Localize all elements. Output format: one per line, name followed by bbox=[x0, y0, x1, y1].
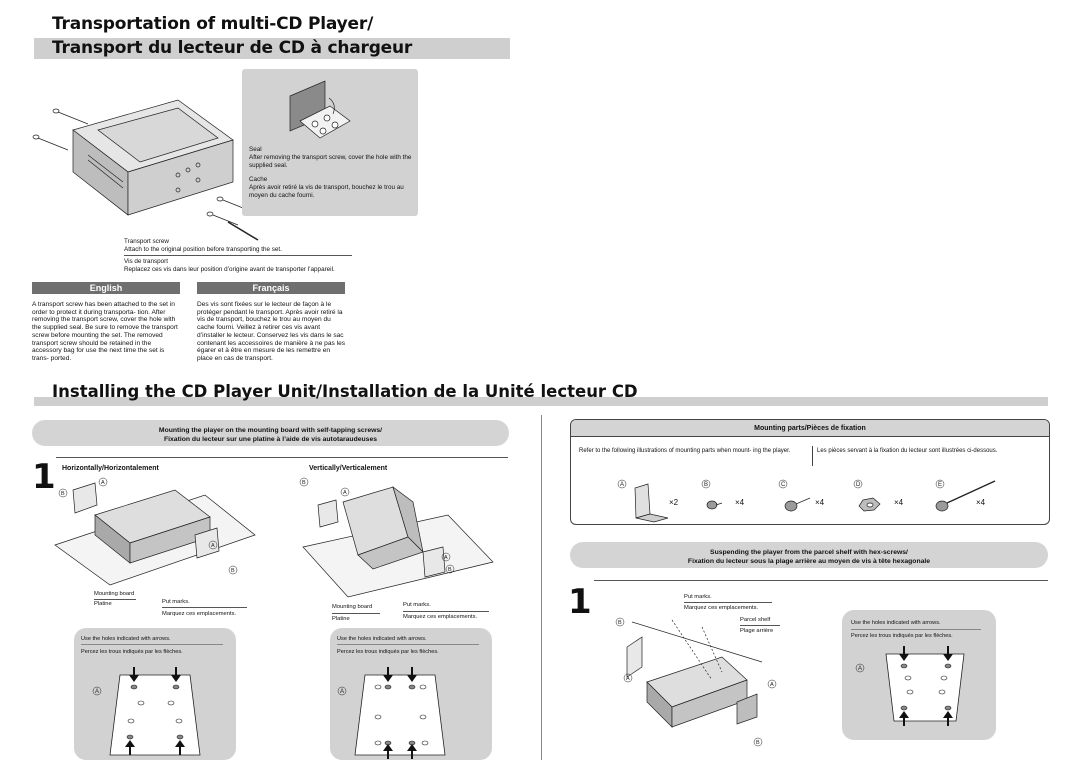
mounting-board-label-h: Mounting board bbox=[94, 591, 135, 597]
part-c-qty: ×4 bbox=[815, 498, 825, 507]
french-body: Des vis sont fixées sur le lecteur de fa… bbox=[197, 301, 346, 362]
parts-illustration: A B C D E bbox=[617, 479, 996, 523]
cd-changer-illustration bbox=[32, 99, 259, 241]
horizontal-heading: Horizontally/Horizontalement bbox=[62, 465, 159, 472]
svg-text:B: B bbox=[756, 740, 760, 746]
seal-illustration bbox=[289, 80, 351, 139]
parcel-bracket-diagram: A bbox=[855, 646, 965, 726]
svg-text:B: B bbox=[61, 491, 65, 497]
svg-text:C: C bbox=[781, 482, 786, 488]
svg-text:A: A bbox=[343, 490, 347, 496]
seal-en-title: Seal bbox=[249, 146, 262, 153]
left-method-pill: Mounting the player on the mounting boar… bbox=[32, 420, 509, 446]
svg-text:A: A bbox=[620, 482, 624, 488]
marquez-label-h: Marquez ces emplacements. bbox=[162, 611, 237, 617]
platine-label-h: Platine bbox=[94, 601, 112, 607]
divider bbox=[332, 613, 380, 614]
horizontal-bracket-diagram: A bbox=[92, 667, 201, 756]
svg-text:E: E bbox=[938, 482, 942, 488]
right-method-pill: Suspending the player from the parcel sh… bbox=[570, 542, 1048, 568]
seal-fr-title: Cache bbox=[249, 176, 268, 183]
svg-text:B: B bbox=[448, 567, 452, 573]
parts-fr-text: Les pièces servant à la fixation du lect… bbox=[817, 448, 998, 454]
parcel-shelf-label: Parcel shelf bbox=[740, 617, 771, 623]
svg-text:D: D bbox=[856, 482, 861, 488]
divider bbox=[56, 457, 508, 458]
vertical-bracket-diagram: A bbox=[337, 667, 446, 759]
section-title-transport-fr: Transport du lecteur de CD à chargeur bbox=[52, 38, 413, 58]
divider bbox=[851, 629, 981, 630]
marquez-label-v: Marquez ces emplacements. bbox=[403, 614, 478, 620]
put-marks-label-r: Put marks. bbox=[684, 594, 712, 600]
divider bbox=[594, 580, 1048, 581]
step-number-right: 1 bbox=[568, 582, 592, 622]
divider bbox=[740, 625, 780, 626]
marquez-label-r: Marquez ces emplacements. bbox=[684, 605, 759, 611]
divider bbox=[337, 644, 479, 645]
svg-text:B: B bbox=[618, 620, 622, 626]
divider bbox=[94, 599, 136, 600]
divider bbox=[81, 644, 223, 645]
holes-en-h: Use the holes indicated with arrows. bbox=[81, 636, 171, 642]
vertical-heading: Vertically/Verticalement bbox=[309, 465, 388, 472]
seal-fr-text: Après avoir retiré la vis de transport, … bbox=[249, 184, 404, 199]
english-heading: English bbox=[32, 282, 180, 294]
part-e-qty: ×4 bbox=[976, 498, 986, 507]
install-title: Installing the CD Player Unit/Installati… bbox=[52, 382, 638, 401]
parts-divider bbox=[812, 446, 813, 466]
svg-text:A: A bbox=[340, 689, 344, 695]
plage-arriere-label: Plage arrière bbox=[740, 628, 774, 634]
holes-en-r: Use the holes indicated with arrows. bbox=[851, 620, 941, 626]
right-pill-en: Suspending the player from the parcel sh… bbox=[710, 549, 908, 556]
title-bar bbox=[34, 38, 510, 59]
platine-label-v: Platine bbox=[332, 616, 350, 622]
vertical-mount-illustration: B A A B bbox=[299, 477, 494, 598]
svg-text:A: A bbox=[101, 480, 105, 486]
mounting-board-label-v: Mounting board bbox=[332, 604, 373, 610]
left-pill-en: Mounting the player on the mounting boar… bbox=[158, 427, 383, 434]
transport-screw-en-title: Transport screw bbox=[124, 238, 169, 245]
part-d-qty: ×4 bbox=[894, 498, 904, 507]
parts-en-text: Refer to the following illustrations of … bbox=[579, 448, 791, 454]
part-b-qty: ×4 bbox=[735, 498, 745, 507]
divider bbox=[162, 607, 247, 608]
holes-fr-h: Percez les trous indiqués par les flèche… bbox=[81, 649, 183, 655]
svg-text:B: B bbox=[302, 480, 306, 486]
svg-text:A: A bbox=[211, 543, 215, 549]
svg-text:A: A bbox=[444, 555, 448, 561]
step-number: 1 bbox=[32, 457, 56, 497]
mounting-parts-title: Mounting parts/Pièces de fixation bbox=[571, 420, 1049, 437]
transport-screw-fr-title: Vis de transport bbox=[124, 258, 168, 265]
seal-callout bbox=[242, 69, 418, 216]
divider bbox=[124, 255, 352, 256]
seal-en-text: After removing the transport screw, cove… bbox=[249, 154, 412, 169]
transport-screw-en-text: Attach to the original position before t… bbox=[124, 246, 282, 253]
svg-text:A: A bbox=[858, 666, 862, 672]
part-a-qty: ×2 bbox=[669, 498, 679, 507]
divider bbox=[403, 611, 489, 612]
svg-text:B: B bbox=[704, 482, 708, 488]
divider bbox=[684, 602, 772, 603]
put-marks-label-v: Put marks. bbox=[403, 602, 431, 608]
right-pill-fr: Fixation du lecteur sous la plage arrièr… bbox=[687, 558, 931, 565]
svg-text:A: A bbox=[770, 682, 774, 688]
svg-text:A: A bbox=[95, 689, 99, 695]
horizontal-mount-illustration: A B A B bbox=[54, 477, 256, 586]
francais-heading: Français bbox=[197, 282, 345, 294]
svg-text:B: B bbox=[231, 568, 235, 574]
parcel-shelf-illustration: B A A B bbox=[615, 617, 777, 747]
mounting-parts-box bbox=[570, 419, 1050, 525]
english-body: A transport screw has been attached to t… bbox=[32, 301, 178, 362]
holes-fr-r: Percez les trous indiqués par les flèche… bbox=[851, 633, 953, 639]
transport-screw-fr-text: Replacez ces vis dans leur position d’or… bbox=[124, 266, 335, 273]
holes-fr-v: Percez les trous indiqués par les flèche… bbox=[337, 649, 439, 655]
svg-text:A: A bbox=[626, 676, 630, 682]
column-divider bbox=[541, 415, 542, 760]
install-title-bar bbox=[34, 397, 1048, 406]
section-title-transport-en: Transportation of multi-CD Player/ bbox=[52, 14, 374, 34]
left-pill-fr: Fixation du lecteur sur une platine à l’… bbox=[163, 436, 378, 443]
put-marks-label-h: Put marks. bbox=[162, 599, 190, 605]
holes-en-v: Use the holes indicated with arrows. bbox=[337, 636, 427, 642]
